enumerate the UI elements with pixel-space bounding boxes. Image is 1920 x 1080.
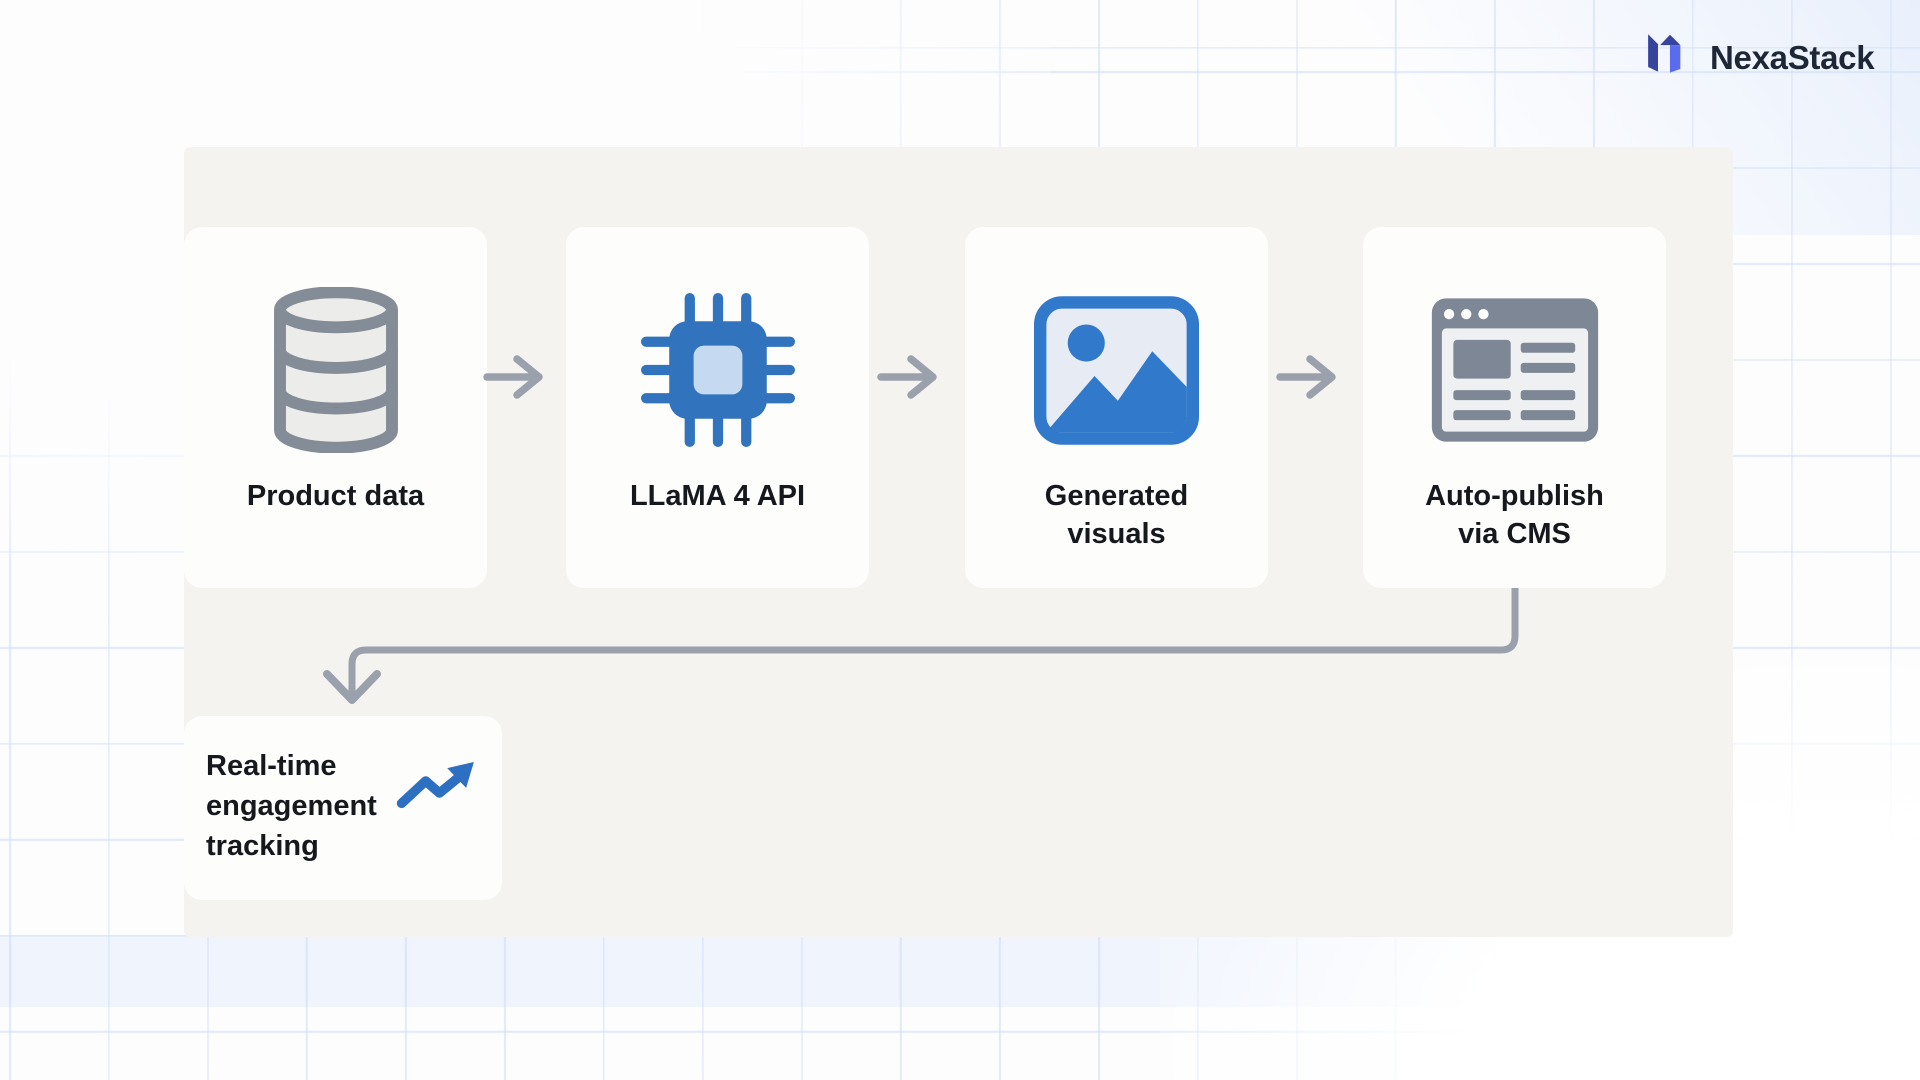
- step-card-generated-visuals: Generated visuals: [965, 227, 1268, 588]
- step-label-auto-publish: Auto-publish via CMS: [1425, 480, 1604, 550]
- step-card-product-data: Product data: [184, 227, 487, 588]
- right-arrow-icon: [877, 355, 937, 399]
- step-card-llama-api: LLaMA 4 API: [566, 227, 869, 588]
- database-icon: [266, 283, 406, 457]
- nexastack-logo-icon: [1645, 24, 1697, 91]
- result-card-engagement-tracking: Real-time engagement tracking: [184, 716, 502, 900]
- background-tint-band: [0, 935, 1715, 1007]
- step-label-llama-api: LLaMA 4 API: [629, 480, 806, 512]
- brand-name: NexaStack: [1710, 38, 1875, 76]
- step-card-auto-publish: Auto-publish via CMS: [1363, 227, 1666, 588]
- step-label-product-data: Product data: [246, 480, 425, 512]
- browser-icon: [1429, 283, 1601, 457]
- trend-up-icon: [394, 750, 478, 817]
- right-arrow-icon: [1276, 355, 1336, 399]
- workflow-diagram-panel: Product data LLaMA 4 API: [184, 147, 1733, 937]
- image-icon: [1034, 283, 1199, 457]
- right-arrow-icon: [483, 355, 543, 399]
- chip-icon: [640, 283, 795, 457]
- brand-logo: NexaStack: [1645, 24, 1875, 91]
- step-label-generated-visuals: Generated visuals: [1044, 480, 1189, 550]
